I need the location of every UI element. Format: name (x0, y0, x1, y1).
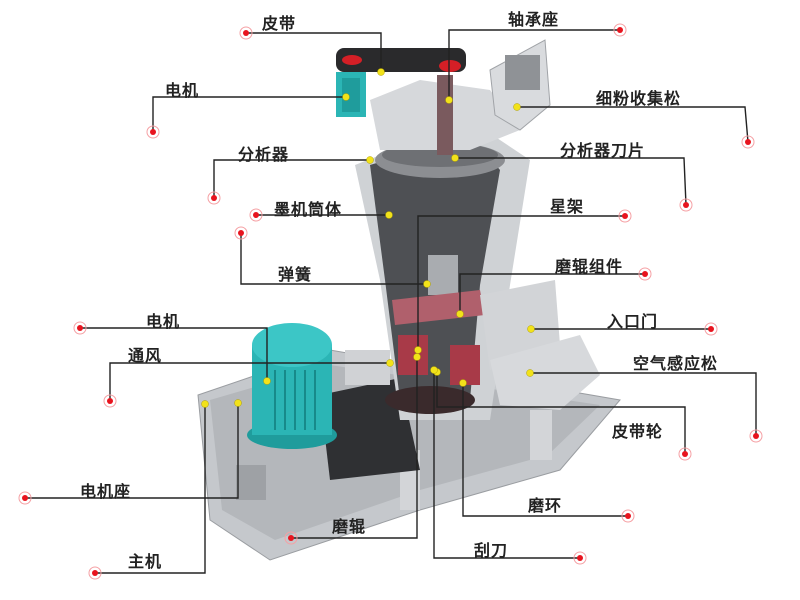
label-fine-powder-collector: 细粉收集松 (596, 89, 682, 108)
label-star-frame: 星架 (550, 197, 585, 216)
label-scraper: 刮刀 (474, 541, 509, 560)
label-bearing-seat: 轴承座 (508, 10, 560, 29)
label-classifier: 分析器 (238, 145, 290, 164)
label-grinding-roller: 磨辊 (332, 517, 367, 536)
label-motor-top: 电机 (165, 81, 200, 100)
label-mill-cylinder: 墨机筒体 (274, 200, 343, 219)
label-spring: 弹簧 (278, 265, 313, 284)
label-motor-bottom: 电机 (146, 312, 181, 331)
label-grinding-ring: 磨环 (528, 496, 563, 515)
label-inlet-door: 入口门 (607, 312, 659, 331)
label-belt: 皮带 (262, 14, 297, 33)
label-main-unit: 主机 (128, 552, 163, 571)
label-classifier-blade: 分析器刀片 (560, 141, 646, 160)
label-motor-base: 电机座 (80, 482, 132, 501)
label-air-sensor: 空气感应松 (633, 354, 719, 373)
target-markers (18, 23, 763, 580)
label-ventilation: 通风 (128, 346, 163, 365)
label-roller-assembly: 磨辊组件 (555, 257, 624, 276)
label-pulley: 皮带轮 (612, 422, 664, 441)
